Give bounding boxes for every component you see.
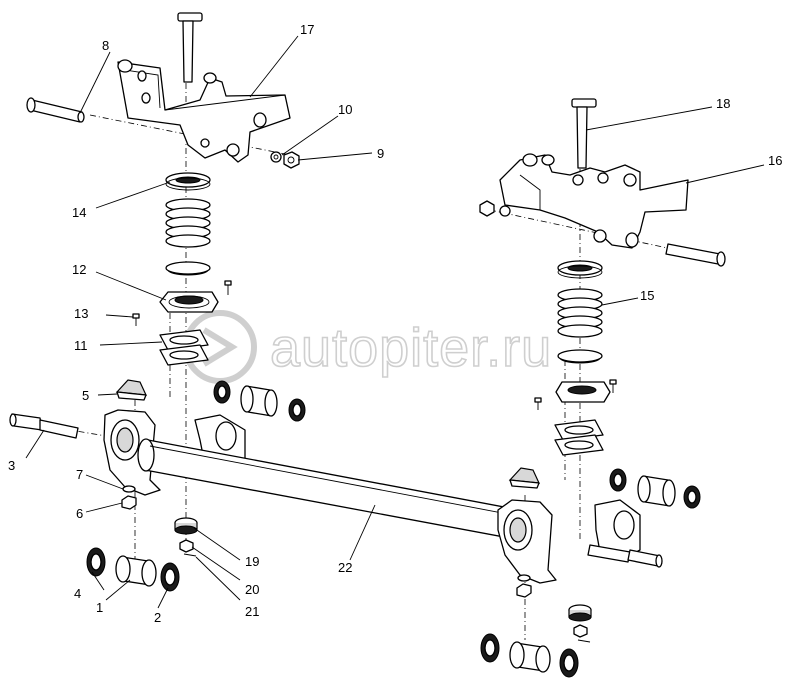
watermark: autopiter.ru: [183, 310, 552, 384]
pin-part-8: [26, 97, 85, 123]
callout-3: 3: [8, 458, 15, 473]
callout-19: 19: [245, 554, 259, 569]
callout-11: 11: [74, 338, 88, 353]
callout-18: 18: [716, 96, 730, 111]
bushing-assembly-lower-left: [86, 547, 180, 592]
bushing-upper-left: [213, 380, 306, 422]
callout-20: 20: [245, 582, 259, 597]
callout-22: 22: [338, 560, 352, 575]
callout-6: 6: [76, 506, 83, 521]
callout-4: 4: [74, 586, 81, 601]
plates-right: [554, 419, 604, 456]
callout-21: 21: [245, 604, 259, 619]
bump-stop-right: [508, 467, 540, 489]
rubber-part-19: [174, 517, 198, 535]
nut-right-bracket: [479, 200, 511, 217]
leader-lines: [25, 35, 765, 609]
screw-part-13: [132, 280, 232, 326]
callout-2: 2: [154, 610, 161, 625]
callout-5: 5: [82, 388, 89, 403]
callout-13: 13: [74, 306, 88, 321]
callout-8: 8: [102, 38, 109, 53]
spring-seat-lower-right: [555, 381, 611, 403]
watermark-logo-arrow: [202, 327, 238, 367]
callout-15: 15: [640, 288, 654, 303]
washer-nut-lower-right: [516, 574, 532, 598]
stud-right: [587, 544, 663, 568]
callout-16: 16: [768, 153, 782, 168]
callout-12: 12: [72, 262, 86, 277]
callout-1: 1: [96, 600, 103, 615]
rubber-lower-right: [568, 604, 592, 643]
coil-spring-left: [165, 198, 211, 276]
callout-9: 9: [377, 146, 384, 161]
screws-right: [534, 379, 617, 410]
watermark-text: autopiter.ru: [270, 318, 552, 378]
spring-seat-part-14: [165, 172, 211, 191]
callout-17: 17: [300, 22, 314, 37]
pin-right: [665, 243, 726, 267]
nut-part-6: [121, 495, 137, 510]
washer-part-7: [122, 485, 136, 493]
axle-mount-right: [497, 499, 641, 584]
callout-7: 7: [76, 467, 83, 482]
washer-part-10: [270, 151, 282, 163]
spring-seat-part-12: [159, 291, 219, 313]
bolt-part-18: [571, 98, 597, 169]
vertical-bolt-left: [177, 12, 203, 83]
plate-part-11: [159, 329, 209, 366]
bushing-upper-right: [609, 468, 701, 509]
stud-part-3: [9, 413, 79, 439]
callout-14: 14: [72, 205, 86, 220]
nut-part-9: [283, 151, 300, 169]
callout-10: 10: [338, 102, 352, 117]
spring-seat-upper-right: [557, 260, 603, 279]
bracket-part-16: [499, 153, 689, 249]
bushing-assembly-lower-right: [480, 633, 579, 678]
bump-stop-part-5: [115, 379, 147, 401]
nut-part-20: [179, 539, 194, 553]
callout-labels: 8 17 10 9 14 12 13 11 5 3 7 6 4 1 2 19 2…: [8, 22, 782, 625]
bracket-part-17: [117, 59, 291, 163]
pin-part-21: [183, 553, 197, 557]
coil-spring-part-15: [557, 288, 603, 364]
